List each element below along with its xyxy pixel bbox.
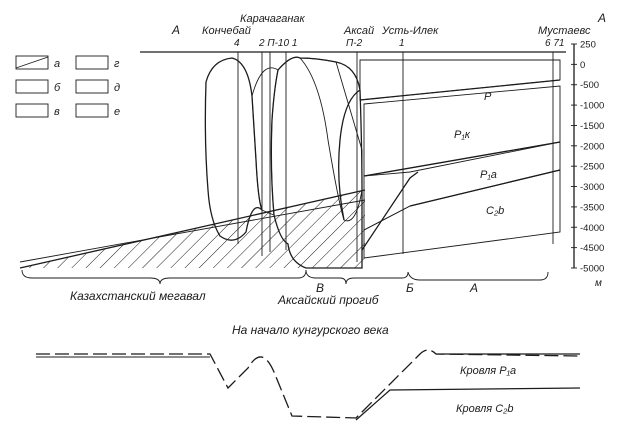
depth-tick-label: 0 (580, 60, 585, 71)
legend-item-d: д (75, 79, 120, 94)
legend-swatch (15, 103, 49, 118)
legend-key: а (54, 58, 60, 70)
brace-trough (305, 269, 409, 285)
legend-swatch (75, 79, 109, 94)
depth-tick-label: -1500 (580, 121, 604, 132)
legend-item-e: е (75, 103, 120, 118)
brace-a (420, 271, 549, 281)
basement-upper-line (19, 199, 366, 263)
aksai-trough-contour (338, 89, 361, 221)
legend-key: д (114, 82, 120, 94)
well-name-aksai: Аксай (343, 25, 374, 37)
depth-scale: 250 0 -500 -1000 -1500 -2000 -2500 -3000 -3500 -4… (571, 40, 604, 289)
legend-item-b: б (15, 79, 61, 94)
well-number-ust-ilek: 1 (399, 38, 405, 49)
depth-tick-label: -4000 (580, 223, 604, 234)
legend-key: е (114, 106, 120, 118)
legend-swatch (15, 55, 49, 70)
legend-item-v: в (15, 103, 60, 118)
depth-tick-label: -3000 (580, 182, 604, 193)
basement-surface (19, 189, 366, 269)
brace-b (407, 271, 421, 281)
layer-label-p1k: P₁к (454, 129, 471, 141)
zone-label-a: А (469, 281, 478, 295)
profile-roof-c2b-line (355, 387, 581, 421)
depth-tick-label: -4500 (580, 243, 604, 254)
legend-item-g: г (75, 55, 120, 70)
horizon-p-top (359, 79, 561, 101)
depth-scale-ticks: 250 0 -500 -1000 -1500 -2000 -2500 -3000 -3500 -4… (571, 40, 604, 275)
legend-swatch (75, 103, 109, 118)
well-name-mustaevs: Мустаевс (538, 25, 591, 37)
legend: а б в г д е (15, 55, 120, 118)
well-name-karachaganak: Карачаганак (240, 13, 306, 25)
legend-key: в (54, 106, 60, 118)
section-header: А А Кончебай 4 Карачаганак 2 П-10 1 Акса… (140, 11, 606, 53)
salt-dome-konchebai (204, 57, 263, 241)
layer-label-p: P (484, 91, 492, 103)
zone-braces: Казахстанский мегавал Аксайский прогиб В… (21, 269, 549, 307)
depth-scale-unit: м (595, 278, 602, 289)
legend-swatch (15, 79, 49, 94)
profile-label-roof-p1a: Кровля P₁a (460, 365, 516, 377)
salt-layer-p1k (363, 85, 561, 177)
layer-label-p1a: P₁a (480, 169, 497, 181)
depth-tick-label: -1000 (580, 101, 604, 112)
zone-label-v: В (316, 281, 324, 295)
legend-key: г (114, 58, 120, 70)
kungurian-profile: На начало кунгурского века Кровля P₁a Кр… (36, 323, 581, 421)
section-end-left: А (171, 23, 180, 37)
cross-section: P P₁к P₁a C₂b (19, 52, 561, 269)
depth-tick-label: -2500 (580, 162, 604, 173)
carbonate-layer-c2b (363, 169, 561, 259)
legend-swatch-line (15, 56, 49, 69)
depth-tick-label: -500 (580, 80, 599, 91)
well-number-aksai: П-2 (346, 38, 363, 49)
depth-tick-label: -3500 (580, 202, 604, 213)
zone-label-b: Б (406, 281, 414, 295)
layer-label-c2b: C₂b (486, 205, 504, 217)
legend-key: б (54, 82, 61, 94)
zone-label-trough: Аксайский прогиб (277, 293, 380, 307)
well-name-konchebai: Кончебай (202, 25, 251, 37)
well-number-karachaganak: 2 П-10 1 (258, 38, 297, 49)
brace-megaval (21, 269, 307, 285)
well-number-konchebai: 4 (234, 38, 240, 49)
depth-tick-label: -5000 (580, 264, 604, 275)
section-end-right: А (597, 11, 606, 25)
carbonate-layer-p1a (363, 141, 561, 231)
profile-title: На начало кунгурского века (232, 323, 389, 337)
zone-label-megaval: Казахстанский мегавал (70, 289, 206, 303)
dashed-upper-series (359, 59, 561, 101)
profile-label-roof-c2b: Кровля C₂b (456, 403, 514, 415)
well-number-mustaevs: 6 71 (545, 38, 564, 49)
carbonate-slope-edge (361, 171, 419, 251)
depth-tick-label: -2000 (580, 141, 604, 152)
well-name-ust-ilek: Усть-Илек (381, 25, 439, 37)
legend-item-a: а (15, 55, 60, 70)
dotted-sediment-between-domes (251, 67, 279, 216)
depth-tick-label: 250 (580, 40, 596, 51)
legend-swatch (75, 55, 109, 70)
